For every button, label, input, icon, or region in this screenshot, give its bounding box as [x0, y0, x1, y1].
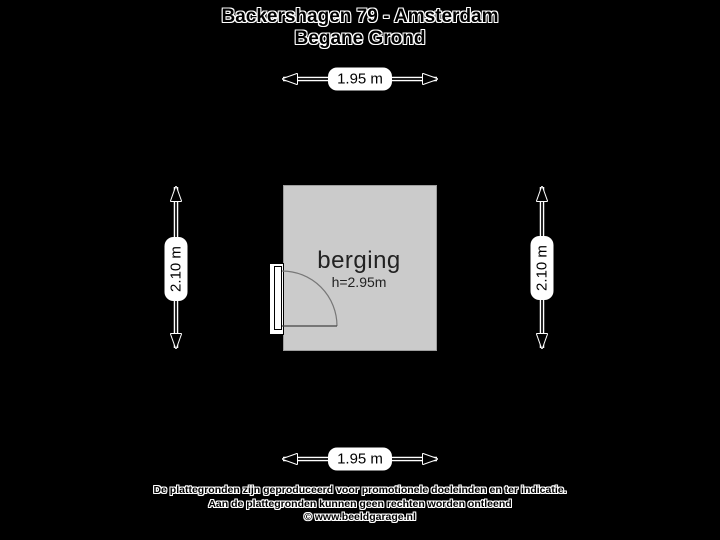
- footer: De plattegronden zijn geproduceerd voor …: [0, 484, 720, 525]
- page-title: Backershagen 79 - Amsterdam Begane Grond: [0, 6, 720, 50]
- door-swing-arc: [281, 270, 338, 327]
- page-title-line1: Backershagen 79 - Amsterdam: [221, 6, 499, 27]
- room-floor: [283, 185, 437, 351]
- door-leaf: [274, 266, 282, 330]
- dim-label-bottom: 1.95 m: [328, 447, 392, 471]
- dim-label-left: 2.10 m: [164, 237, 188, 301]
- footer-copyright: © www.beeldgarage.nl: [304, 511, 416, 523]
- dim-label-right: 2.10 m: [530, 236, 554, 300]
- door-symbol: [269, 263, 338, 335]
- dim-label-top: 1.95 m: [328, 67, 392, 91]
- footer-disclaimer-line1: De plattegronden zijn geproduceerd voor …: [153, 484, 567, 496]
- room-walls: [270, 173, 448, 365]
- footer-disclaimer-line2: Aan de plattegronden kunnen geen rechten…: [208, 497, 512, 510]
- page-title-line2: Begane Grond: [294, 28, 426, 49]
